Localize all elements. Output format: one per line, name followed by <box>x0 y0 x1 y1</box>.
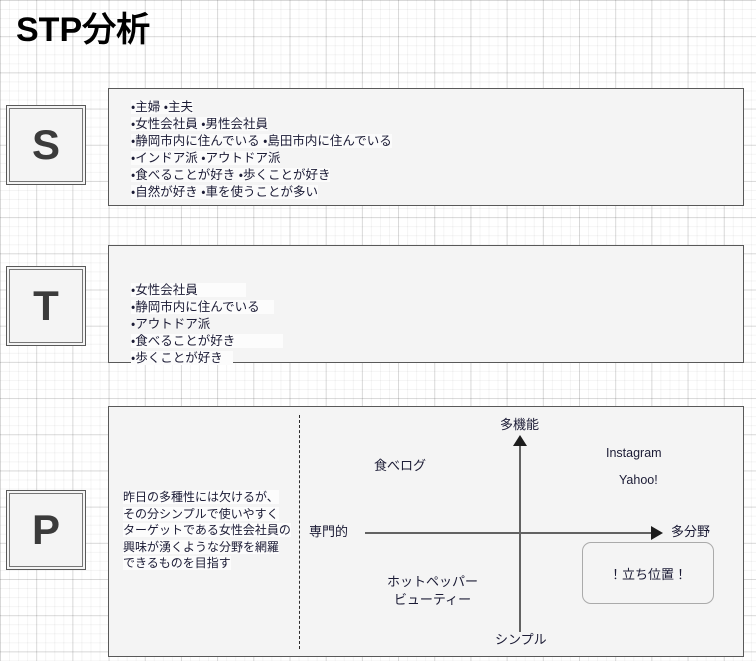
positioning-matrix-chart: 多機能 シンプル 専門的 多分野 食べログ Instagram Yahoo! ホ… <box>307 407 747 657</box>
list-item: ・インドア派 ・アウトドア派 <box>131 150 392 167</box>
segmentation-panel: ・主婦 ・主夫 ・女性会社員 ・男性会社員 ・静岡市内に住んでいる ・島田市内に… <box>108 88 744 206</box>
list-item: ・自然が好き ・車を使うことが多い <box>131 184 392 201</box>
positioning-badge-letter: P <box>31 506 60 553</box>
positioning-description-line-4: 興味が湧くような分野を網羅 <box>123 539 280 554</box>
targeting-item-2: ・静岡市内に住んでいる <box>131 300 274 314</box>
positioning-description-line-5: できるものを目指す <box>123 556 231 570</box>
description-line: その分シンプルで使いやすく <box>123 506 303 523</box>
position-callout-label: ！立ち位置！ <box>608 566 687 582</box>
x-axis-arrowhead-icon <box>651 526 663 540</box>
positioning-description-line-1: 昨日の多種性には欠けるが、 <box>123 490 279 504</box>
description-line: 興味が湧くような分野を網羅 <box>123 539 303 556</box>
list-item: ・食べることが好き <box>131 333 284 350</box>
list-item: ・静岡市内に住んでいる <box>131 299 283 316</box>
segmentation-list: ・主婦 ・主夫 ・女性会社員 ・男性会社員 ・静岡市内に住んでいる ・島田市内に… <box>131 99 392 201</box>
targeting-item-3: ・アウトドア派 <box>131 317 211 331</box>
x-axis-left-label: 専門的 <box>309 524 349 539</box>
targeting-panel: ・女性会社員 ・静岡市内に住んでいる ・アウトドア派 ・食べることが好き ・歩く… <box>108 245 744 365</box>
x-axis-line <box>365 532 655 534</box>
description-line: ターゲットである女性会社員の <box>123 522 303 539</box>
positioning-description: 昨日の多種性には欠けるが、 その分シンプルで使いやすく ターゲットである女性会社… <box>123 489 303 572</box>
list-item: ・アウトドア派 <box>131 316 283 333</box>
targeting-badge-letter: T <box>33 282 59 329</box>
plot-point-hotpepper-line-1: ホットペッパー <box>387 574 479 589</box>
plot-point-hotpepper-line-2: ビューティー <box>393 592 472 607</box>
segmentation-item-1: ・主婦 ・主夫 <box>131 100 193 114</box>
targeting-item-5: ・歩くことが好き <box>131 351 233 365</box>
positioning-description-line-2: その分シンプルで使いやすく <box>123 506 279 521</box>
segmentation-badge-letter: S <box>31 121 60 168</box>
targeting-badge: T <box>6 266 86 346</box>
segmentation-item-4: ・インドア派 ・アウトドア派 <box>131 151 281 165</box>
list-item: ・食べることが好き ・歩くことが好き <box>131 167 392 184</box>
positioning-badge-inner: P <box>9 493 83 567</box>
y-axis-top-label: 多機能 <box>500 417 540 432</box>
targeting-list: ・女性会社員 ・静岡市内に住んでいる ・アウトドア派 ・食べることが好き ・歩く… <box>131 282 284 367</box>
list-item: ・女性会社員 <box>131 282 283 299</box>
vertical-dashed-divider <box>299 415 300 649</box>
segmentation-badge-inner: S <box>9 108 83 182</box>
positioning-description-line-3: ターゲットである女性会社員の <box>123 523 291 537</box>
targeting-item-4: ・食べることが好き <box>131 334 284 348</box>
plot-point-tabelog: 食べログ <box>374 458 427 473</box>
list-item: ・歩くことが好き <box>131 350 283 367</box>
positioning-panel: 昨日の多種性には欠けるが、 その分シンプルで使いやすく ターゲットである女性会社… <box>108 406 744 657</box>
y-axis-bottom-label: シンプル <box>495 632 547 647</box>
list-item: ・主婦 ・主夫 <box>131 99 392 116</box>
y-axis-line <box>519 444 521 632</box>
segmentation-item-5: ・食べることが好き ・歩くことが好き <box>131 168 331 182</box>
plot-point-instagram: Instagram <box>606 446 662 460</box>
positioning-badge: P <box>6 490 86 570</box>
segmentation-item-3: ・静岡市内に住んでいる ・島田市内に住んでいる <box>131 134 392 148</box>
targeting-badge-inner: T <box>9 269 83 343</box>
page-title: STP分析 <box>16 11 151 49</box>
description-line: 昨日の多種性には欠けるが、 <box>123 489 303 506</box>
plot-point-yahoo: Yahoo! <box>619 473 658 487</box>
description-line: できるものを目指す <box>123 555 303 572</box>
plot-point-hotpepper-beauty: ホットペッパー ビューティー <box>387 573 478 609</box>
list-item: ・静岡市内に住んでいる ・島田市内に住んでいる <box>131 133 392 150</box>
x-axis-right-label: 多分野 <box>671 524 711 539</box>
y-axis-arrowhead-icon <box>513 435 527 446</box>
targeting-item-1: ・女性会社員 <box>131 283 246 297</box>
position-callout-box: ！立ち位置！ <box>582 542 714 604</box>
segmentation-item-2: ・女性会社員 ・男性会社員 <box>131 117 268 131</box>
segmentation-item-6: ・自然が好き ・車を使うことが多い <box>131 185 318 199</box>
segmentation-badge: S <box>6 105 86 185</box>
list-item: ・女性会社員 ・男性会社員 <box>131 116 392 133</box>
